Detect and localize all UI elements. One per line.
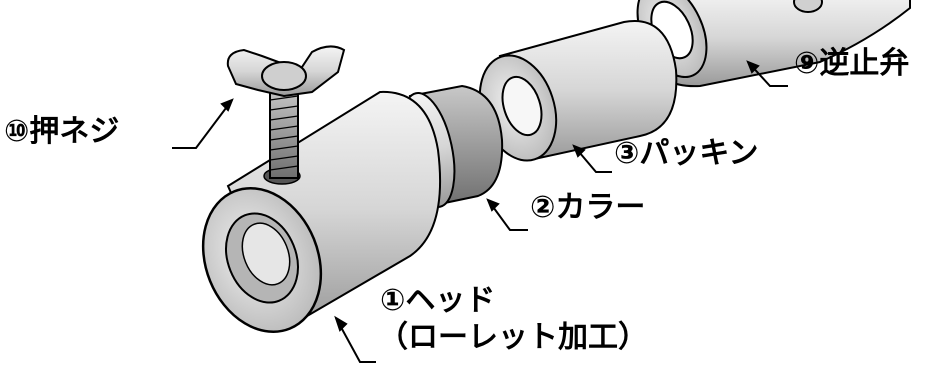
callout-push-screw: ⑩押ネジ (4, 114, 120, 149)
check-valve-part (636, 0, 911, 88)
leader-lines (172, 60, 788, 363)
callout-collar: ②カラー (530, 190, 646, 225)
push-screw-part (226, 45, 346, 179)
callout-packing: ③パッキン (614, 136, 759, 171)
callout-head-note: （ローレット加工） (378, 320, 648, 355)
callout-check-valve: ⑨逆止弁 (794, 46, 910, 81)
head-part (201, 90, 442, 333)
packing-part (478, 20, 678, 162)
callout-head: ①ヘッド (380, 283, 496, 318)
